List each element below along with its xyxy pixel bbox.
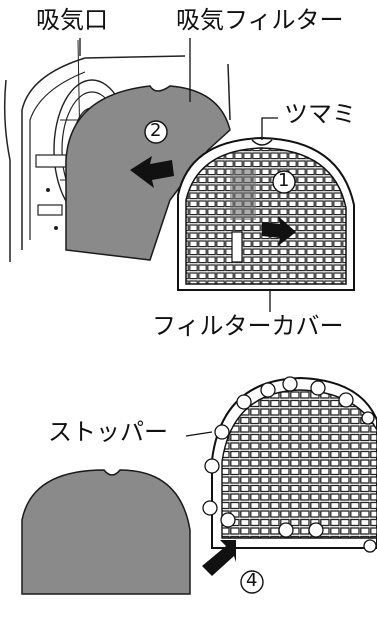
arrow-right-icon — [262, 216, 296, 246]
step1-marker — [272, 170, 296, 194]
knob-leader — [261, 117, 278, 140]
label-filter-cover: フィルターカバー — [152, 312, 344, 340]
filter-sheet-lower — [21, 469, 191, 595]
label-stopper: ストッパー — [48, 418, 168, 446]
label-knob: ツマミ — [284, 100, 356, 128]
step2-marker — [144, 120, 168, 144]
stopper-leader — [185, 431, 213, 437]
arrow-up-right-icon — [202, 540, 236, 576]
label-intake: 吸気口 — [36, 6, 108, 34]
step1-number: 1 — [278, 170, 290, 191]
stopper-markers — [202, 376, 377, 553]
label-intake-filter: 吸気フィルター — [176, 6, 344, 34]
arrow-left-icon — [130, 156, 174, 188]
step4-number: 4 — [246, 570, 258, 591]
step2-number: 2 — [150, 120, 162, 141]
filter-cover-back — [211, 376, 377, 549]
step4-marker — [240, 570, 264, 594]
filter-cover — [177, 136, 355, 291]
